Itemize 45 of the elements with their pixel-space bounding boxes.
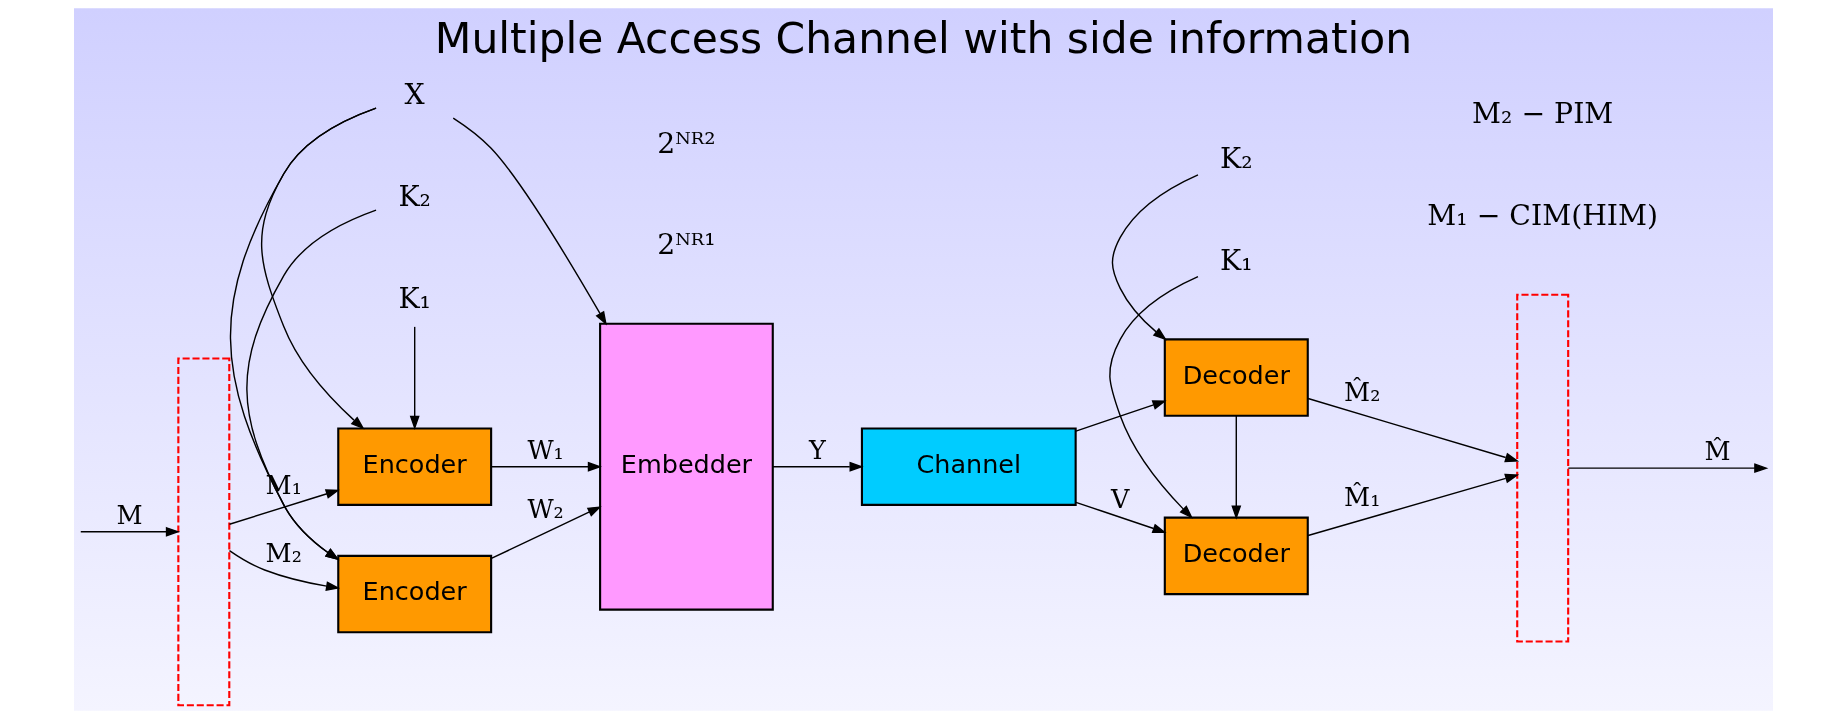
- diagram-title: Multiple Access Channel with side information: [434, 14, 1413, 64]
- node-text: K₁: [1220, 243, 1253, 277]
- arrow: [490, 506, 602, 560]
- arrow: [772, 461, 864, 472]
- arrow: [246, 209, 377, 561]
- arrow: [409, 326, 420, 431]
- arrow: [1567, 463, 1769, 474]
- edge-label: Y: [808, 434, 826, 465]
- node-text: K₂: [1220, 142, 1253, 176]
- node-box: Encoder: [337, 427, 493, 506]
- node-text: K₁: [398, 282, 431, 316]
- edge-label: M: [116, 499, 143, 530]
- edge-label: M̂₁: [1344, 481, 1381, 512]
- arrow: [1109, 275, 1199, 519]
- edge-label: W₁: [527, 434, 564, 465]
- node-text: K₂: [398, 180, 431, 214]
- arrow: [1075, 400, 1167, 432]
- arrow: [1307, 397, 1520, 463]
- label: M₂ − PIM: [1472, 96, 1614, 130]
- arrow: [490, 461, 602, 472]
- arrow: [229, 107, 377, 561]
- node-box: Encoder: [337, 554, 493, 634]
- edge-label: M̂₂: [1344, 376, 1381, 407]
- arrow: [80, 526, 180, 537]
- arrow: [1307, 473, 1520, 537]
- node-box: [1516, 293, 1570, 643]
- node-box: [177, 357, 231, 707]
- arrow: [228, 489, 340, 525]
- node-box: Decoder: [1163, 516, 1309, 596]
- node-box: Decoder: [1163, 338, 1309, 417]
- label: 2ᴺᴿ¹: [657, 228, 716, 262]
- label: M₁ − CIM(HIM): [1427, 198, 1659, 232]
- edge-label: M̂: [1704, 436, 1731, 467]
- edge-label: M₂: [265, 538, 302, 569]
- arrow: [452, 117, 607, 326]
- node-box: Channel: [860, 427, 1077, 506]
- arrow: [1111, 174, 1199, 341]
- arrow: [1231, 415, 1242, 520]
- edge-label: W₂: [527, 494, 564, 525]
- node-box: Embedder: [599, 322, 774, 611]
- arrow: [228, 549, 341, 591]
- arrow: [1075, 501, 1167, 534]
- label: 2ᴺᴿ²: [657, 126, 716, 160]
- edge-label: V: [1111, 484, 1130, 515]
- node-text: X: [404, 78, 425, 112]
